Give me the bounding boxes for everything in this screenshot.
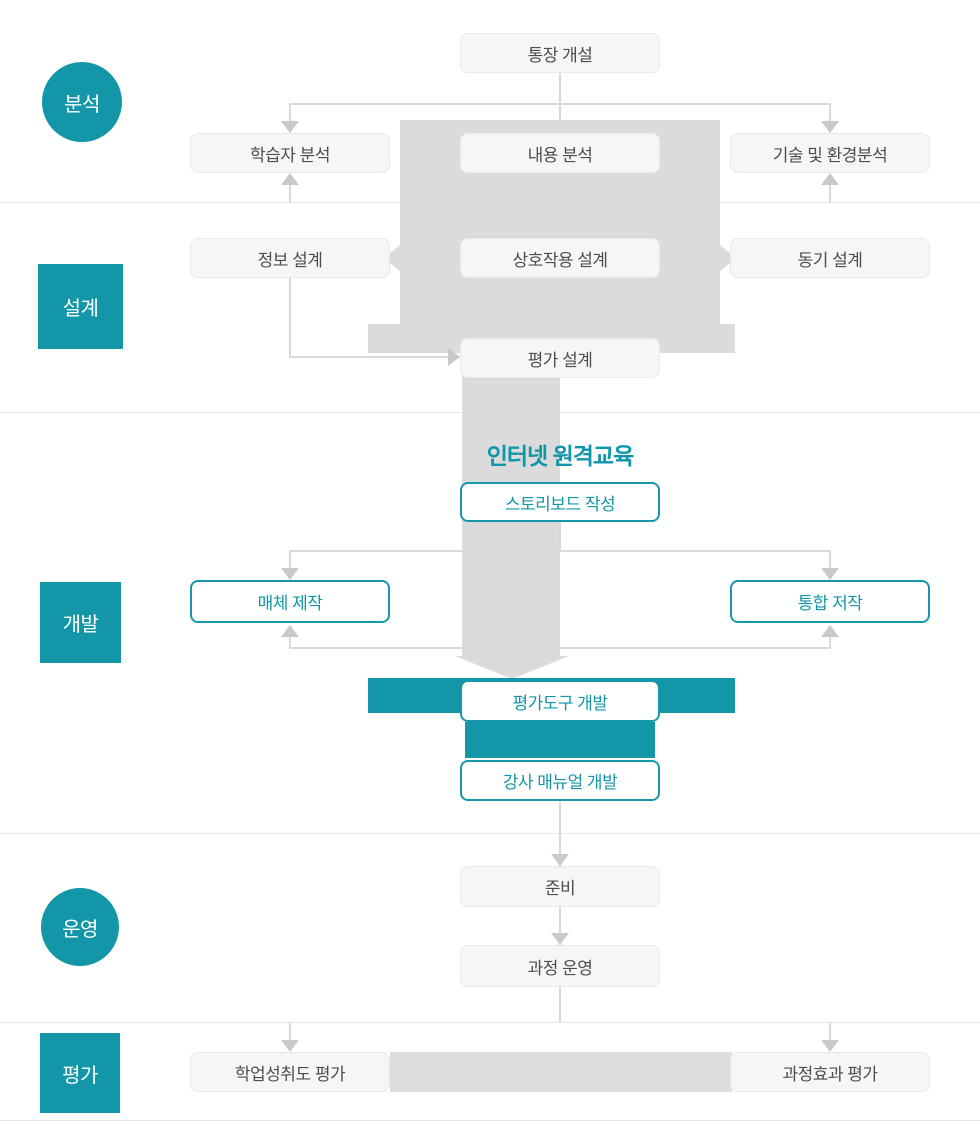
arrow-right-icon xyxy=(448,348,460,366)
stage-label: 운영 xyxy=(62,918,98,941)
connector-line xyxy=(559,73,561,103)
arrow-down-icon xyxy=(551,854,569,866)
development-teal-block xyxy=(465,722,655,758)
stage-label: 평가 xyxy=(62,1064,98,1087)
stage-badge-development: 개발 xyxy=(40,582,121,663)
connector-line xyxy=(289,637,291,647)
node-preparation: 준비 xyxy=(460,866,660,907)
arrow-down-icon xyxy=(821,121,839,133)
connector-line xyxy=(289,356,449,358)
center-heading: 인터넷 원격교육 xyxy=(486,443,635,469)
connector-line xyxy=(829,637,831,647)
connector-line xyxy=(289,278,291,358)
arrow-down-icon xyxy=(551,933,569,945)
section-divider-bottom xyxy=(0,1120,980,1121)
connector-line xyxy=(829,552,831,570)
connector-line xyxy=(829,185,831,203)
connector-line xyxy=(829,1023,831,1041)
arrow-down-icon xyxy=(281,568,299,580)
node-motivation-design: 동기 설계 xyxy=(730,238,930,278)
stage-label: 개발 xyxy=(62,614,99,636)
arrow-up-icon xyxy=(281,625,299,637)
node-tech-env-analysis: 기술 및 환경분석 xyxy=(730,133,930,173)
node-course-operation: 과정 운영 xyxy=(460,945,660,987)
connector-line xyxy=(289,103,831,105)
node-storyboard: 스토리보드 작성 xyxy=(460,482,660,522)
arrow-up-icon xyxy=(821,173,839,185)
node-media-production: 매체 제작 xyxy=(190,580,390,623)
node-learner-analysis: 학습자 분석 xyxy=(190,133,390,173)
node-evaluation-tool-dev: 평가도구 개발 xyxy=(460,680,660,722)
connector-line xyxy=(289,105,291,123)
connector-line xyxy=(289,550,831,552)
arrow-down-icon xyxy=(821,1040,839,1052)
node-course-effect-evaluation: 과정효과 평가 xyxy=(730,1052,930,1092)
node-content-analysis: 내용 분석 xyxy=(460,133,660,173)
connector-line xyxy=(289,647,831,649)
node-achievement-evaluation: 학업성취도 평가 xyxy=(190,1052,390,1092)
node-evaluation-design: 평가 설계 xyxy=(460,338,660,378)
stage-badge-evaluation: 평가 xyxy=(40,1033,120,1113)
node-instructor-manual-dev: 강사 매뉴얼 개발 xyxy=(460,760,660,801)
stage-label: 분석 xyxy=(64,93,100,116)
connector-line xyxy=(559,522,561,550)
connector-line xyxy=(829,105,831,123)
arrow-down-icon xyxy=(281,121,299,133)
section-divider-development-operation xyxy=(0,833,980,834)
node-account-open: 통장 개설 xyxy=(460,33,660,73)
flow-band-arrowhead xyxy=(455,656,569,679)
connector-line xyxy=(289,185,291,203)
arrow-down-icon xyxy=(281,1040,299,1052)
node-interaction-design: 상호작용 설계 xyxy=(460,238,660,278)
connector-line xyxy=(559,987,561,1022)
stage-badge-analysis: 분석 xyxy=(42,62,122,142)
arrow-up-icon xyxy=(821,625,839,637)
arrow-down-icon xyxy=(821,568,839,580)
connector-line xyxy=(559,105,561,121)
node-integrated-authoring: 통합 저작 xyxy=(730,580,930,623)
connector-line xyxy=(289,1023,291,1041)
connector-line xyxy=(289,552,291,570)
connector-line xyxy=(559,907,561,945)
stage-badge-design: 설계 xyxy=(38,264,123,349)
arrow-up-icon xyxy=(281,173,299,185)
connector-line xyxy=(559,801,561,866)
section-divider-operation-evaluation xyxy=(0,1022,980,1023)
evaluation-connector-strip xyxy=(390,1052,732,1092)
stage-label: 설계 xyxy=(62,298,99,320)
stage-badge-operation: 운영 xyxy=(41,888,119,966)
node-info-design: 정보 설계 xyxy=(190,238,390,278)
